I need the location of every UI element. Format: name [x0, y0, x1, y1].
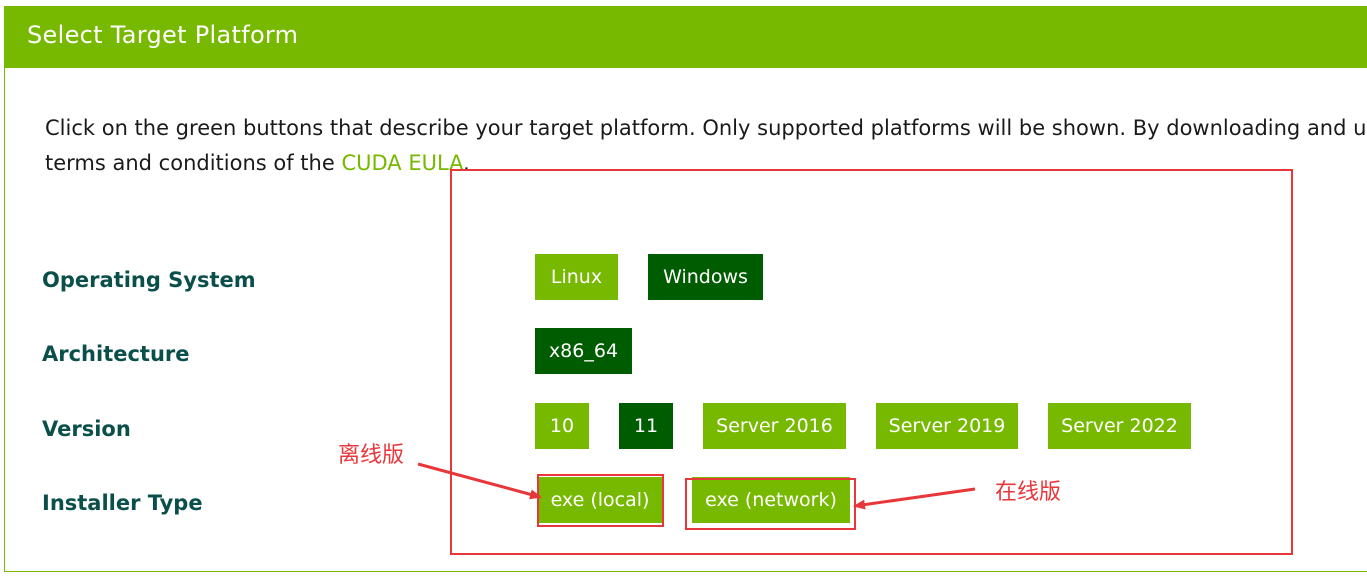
- panel-header: Select Target Platform: [5, 7, 1367, 68]
- version-option-10[interactable]: 10: [535, 403, 589, 449]
- os-option-linux[interactable]: Linux: [535, 254, 618, 300]
- annotation-online-label: 在线版: [995, 480, 1062, 505]
- arch-option-x86-64[interactable]: x86_64: [535, 328, 632, 374]
- version-label: Version: [42, 417, 131, 441]
- intro-line-2-suffix: .: [463, 151, 470, 175]
- intro-line-1: Click on the green buttons that describe…: [45, 116, 1367, 140]
- intro-text: Click on the green buttons that describe…: [45, 111, 1367, 181]
- version-option-server-2022[interactable]: Server 2022: [1048, 403, 1191, 449]
- architecture-label: Architecture: [42, 342, 190, 366]
- annotation-offline-label: 离线版: [338, 443, 405, 468]
- version-option-server-2019[interactable]: Server 2019: [876, 403, 1018, 449]
- cuda-eula-link[interactable]: CUDA EULA: [341, 151, 464, 175]
- version-option-server-2016[interactable]: Server 2016: [703, 403, 846, 449]
- intro-line-2-prefix: terms and conditions of the: [45, 151, 342, 175]
- annotation-local-box: [537, 474, 664, 527]
- target-platform-panel: Select Target Platform: [4, 6, 1367, 572]
- operating-system-label: Operating System: [42, 268, 256, 292]
- os-option-windows[interactable]: Windows: [648, 254, 763, 300]
- offline-arrow: [417, 462, 542, 500]
- intro-line-2: terms and conditions of the CUDA EULA.: [45, 146, 1367, 181]
- panel-title: Select Target Platform: [27, 21, 299, 49]
- installer-option-exe-network[interactable]: exe (network): [692, 477, 850, 523]
- installer-type-label: Installer Type: [42, 491, 203, 515]
- version-option-11[interactable]: 11: [619, 403, 673, 449]
- annotation-outer-box: [450, 169, 1293, 555]
- online-arrow: [853, 487, 976, 510]
- installer-option-exe-local[interactable]: exe (local): [538, 477, 662, 523]
